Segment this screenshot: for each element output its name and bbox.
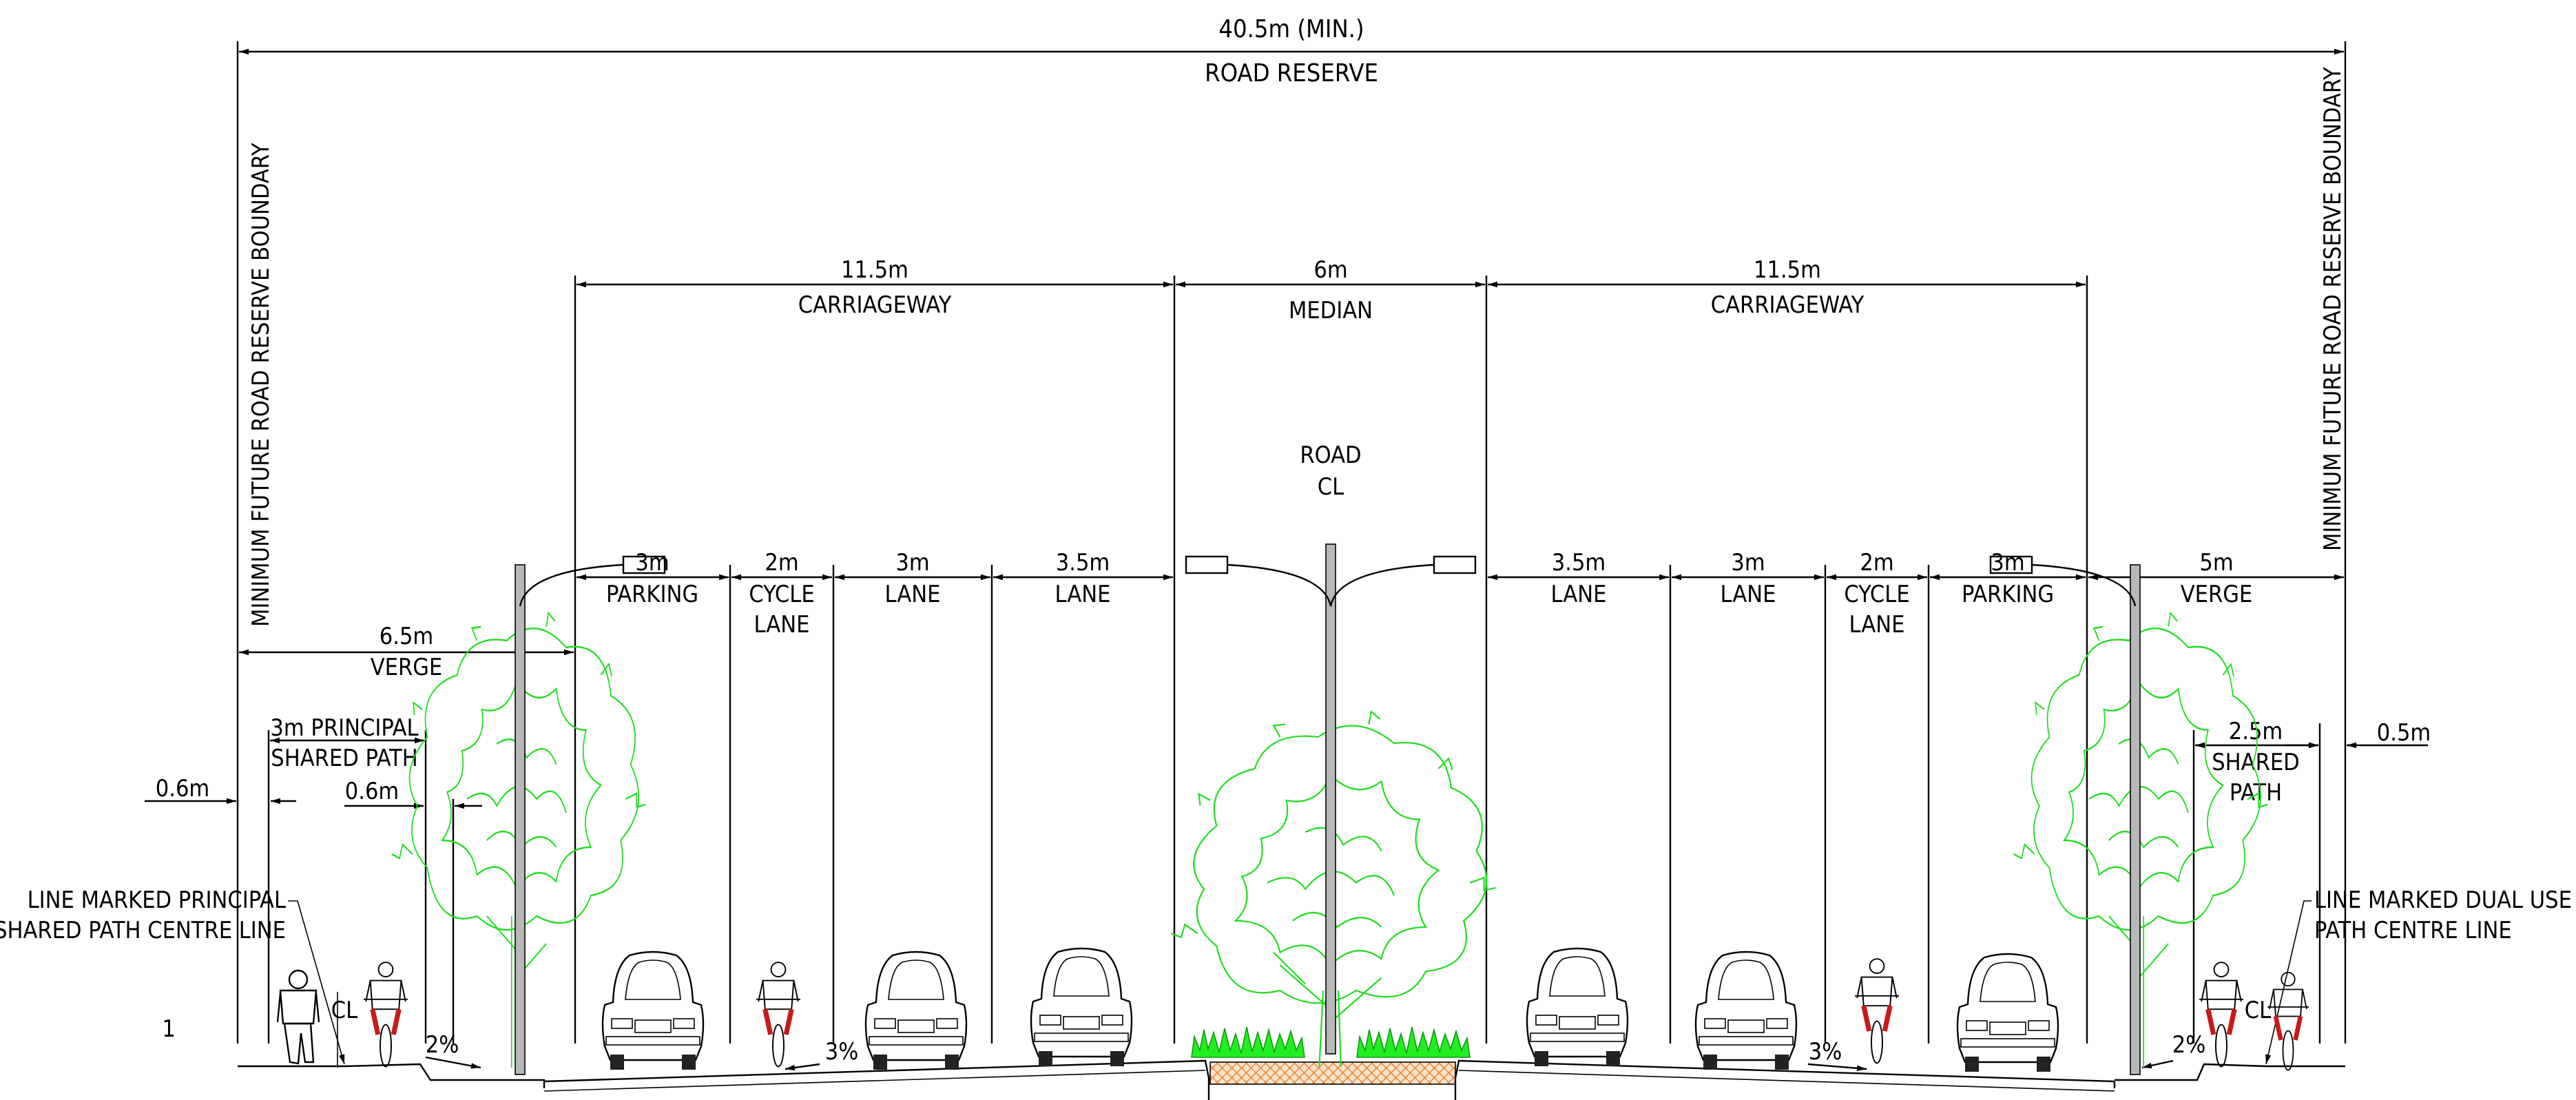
lane-left-1-width: 3m [635, 549, 669, 577]
lane-left-2-label: CYCLE [749, 581, 814, 608]
car-icon [1956, 953, 2059, 1073]
cyclist-icon [756, 962, 800, 1066]
left-verge-slope: 2% [426, 1031, 459, 1059]
boundary-right-label: MINIMUM FUTURE ROAD RESERVE BOUNDARY [2319, 67, 2347, 551]
lane-left-3-label: LANE [885, 581, 941, 608]
left-carriageway-label: CARRIAGEWAY [798, 291, 952, 319]
boundary-left-label: MINIMUM FUTURE ROAD RESERVE BOUNDARY [247, 143, 275, 627]
right-verge-slope: 2% [2172, 1031, 2206, 1059]
cyclist-icon [2199, 962, 2243, 1066]
right-carriageway-slope: 3% [1809, 1038, 1842, 1066]
tree-icon [1170, 711, 1497, 1067]
right-verge-width: 5m [2199, 549, 2233, 577]
lane-right-3-label: CYCLE [1844, 581, 1909, 608]
lane-right-4-width: 3m [1991, 549, 2024, 577]
shrub-icon [1191, 1026, 1305, 1058]
right-carriageway-label: CARRIAGEWAY [1711, 291, 1865, 319]
left-verge-width: 6.5m [380, 623, 433, 650]
lane-right-1-width: 3.5m [1552, 549, 1606, 577]
corner-label: 1 [162, 1015, 175, 1043]
right-offset: 0.5m [2377, 719, 2431, 747]
cyclist-icon [364, 962, 408, 1066]
right-verge-label: VERGE [2181, 581, 2253, 608]
lane-dimensions-left: 3m PARKING 2m CYCLE LANE 3m LANE 3.5m LA… [577, 549, 1173, 1044]
reserve-label: ROAD RESERVE [1205, 59, 1378, 87]
right-path-width: 2.5m [2229, 718, 2283, 745]
upper-dimensions: 11.5m CARRIAGEWAY 6m MEDIAN 11.5m CARRIA… [574, 256, 2088, 1044]
lane-left-2-label-2: LANE [754, 611, 810, 639]
left-path-label: SHARED PATH [271, 745, 417, 772]
car-icon [1526, 947, 1629, 1068]
lane-right-3-width: 2m [1860, 549, 1893, 577]
left-path-note-1: LINE MARKED PRINCIPAL [28, 886, 286, 914]
car-icon [601, 951, 705, 1071]
lane-left-1-label: PARKING [606, 581, 698, 608]
lane-dimensions-right: 3.5m LANE 3m LANE 2m CYCLE LANE 3m PARKI… [1488, 549, 2086, 1044]
reserve-total: 40.5m (MIN.) [1218, 15, 1364, 43]
car-icon [864, 951, 968, 1071]
car-icon [1030, 947, 1133, 1068]
pavement-profile [238, 1059, 2345, 1100]
lane-left-4-label: LANE [1055, 581, 1111, 608]
right-path-label-2: PATH [2230, 779, 2282, 807]
car-icon [1694, 951, 1798, 1071]
right-path-cl: CL [2245, 997, 2271, 1024]
street-light-icon [1989, 555, 2141, 1075]
left-path-note-2: SHARED PATH CENTRE LINE [0, 917, 286, 944]
pedestrian-icon [276, 969, 320, 1065]
cyclist-icon [1855, 959, 1899, 1063]
shrub-icon [1356, 1026, 1471, 1058]
median-label: MEDIAN [1289, 297, 1373, 324]
left-offset-outer: 0.6m [156, 775, 209, 802]
lane-right-3-label-2: LANE [1849, 611, 1905, 639]
lane-left-2-width: 2m [765, 549, 798, 577]
lane-left-4-width: 3.5m [1056, 549, 1110, 577]
left-verge-dimensions: 6.5m VERGE 3m PRINCIPAL SHARED PATH 0.6m… [0, 623, 574, 1068]
right-verge-dimensions: 5m VERGE 2.5m SHARED PATH 0.5m LINE MARK… [2088, 549, 2572, 1065]
median-width: 6m [1313, 256, 1347, 284]
street-light-icon [515, 555, 666, 1075]
road-reserve-dimension: 40.5m (MIN.) ROAD RESERVE [236, 15, 2347, 1044]
lane-right-4-label: PARKING [1962, 581, 2054, 608]
lane-right-1-label: LANE [1551, 581, 1607, 608]
slope-labels: 2% 3% 3% 2% [426, 1031, 2206, 1072]
right-path-note-2: PATH CENTRE LINE [2314, 917, 2512, 944]
road-cl-label-1: ROAD [1300, 442, 1361, 469]
median-paving [1209, 1061, 1456, 1085]
road-cl-label-2: CL [1318, 473, 1344, 501]
right-carriageway-width: 11.5m [1754, 256, 1821, 284]
lane-right-2-label: LANE [1721, 581, 1776, 608]
lane-left-3-width: 3m [895, 549, 929, 577]
right-path-note-1: LINE MARKED DUAL USE [2314, 886, 2572, 914]
lane-right-2-width: 3m [1731, 549, 1765, 577]
left-carriageway-slope: 3% [825, 1038, 859, 1066]
left-path-cl: CL [331, 997, 357, 1024]
left-offset-inner: 0.6m [345, 778, 399, 805]
street-light-icon [1185, 543, 1477, 1055]
cyclist-icon [2267, 973, 2309, 1070]
left-verge-label: VERGE [371, 654, 443, 681]
left-carriageway-width: 11.5m [841, 256, 908, 284]
left-path-width: 3m PRINCIPAL [270, 714, 418, 742]
